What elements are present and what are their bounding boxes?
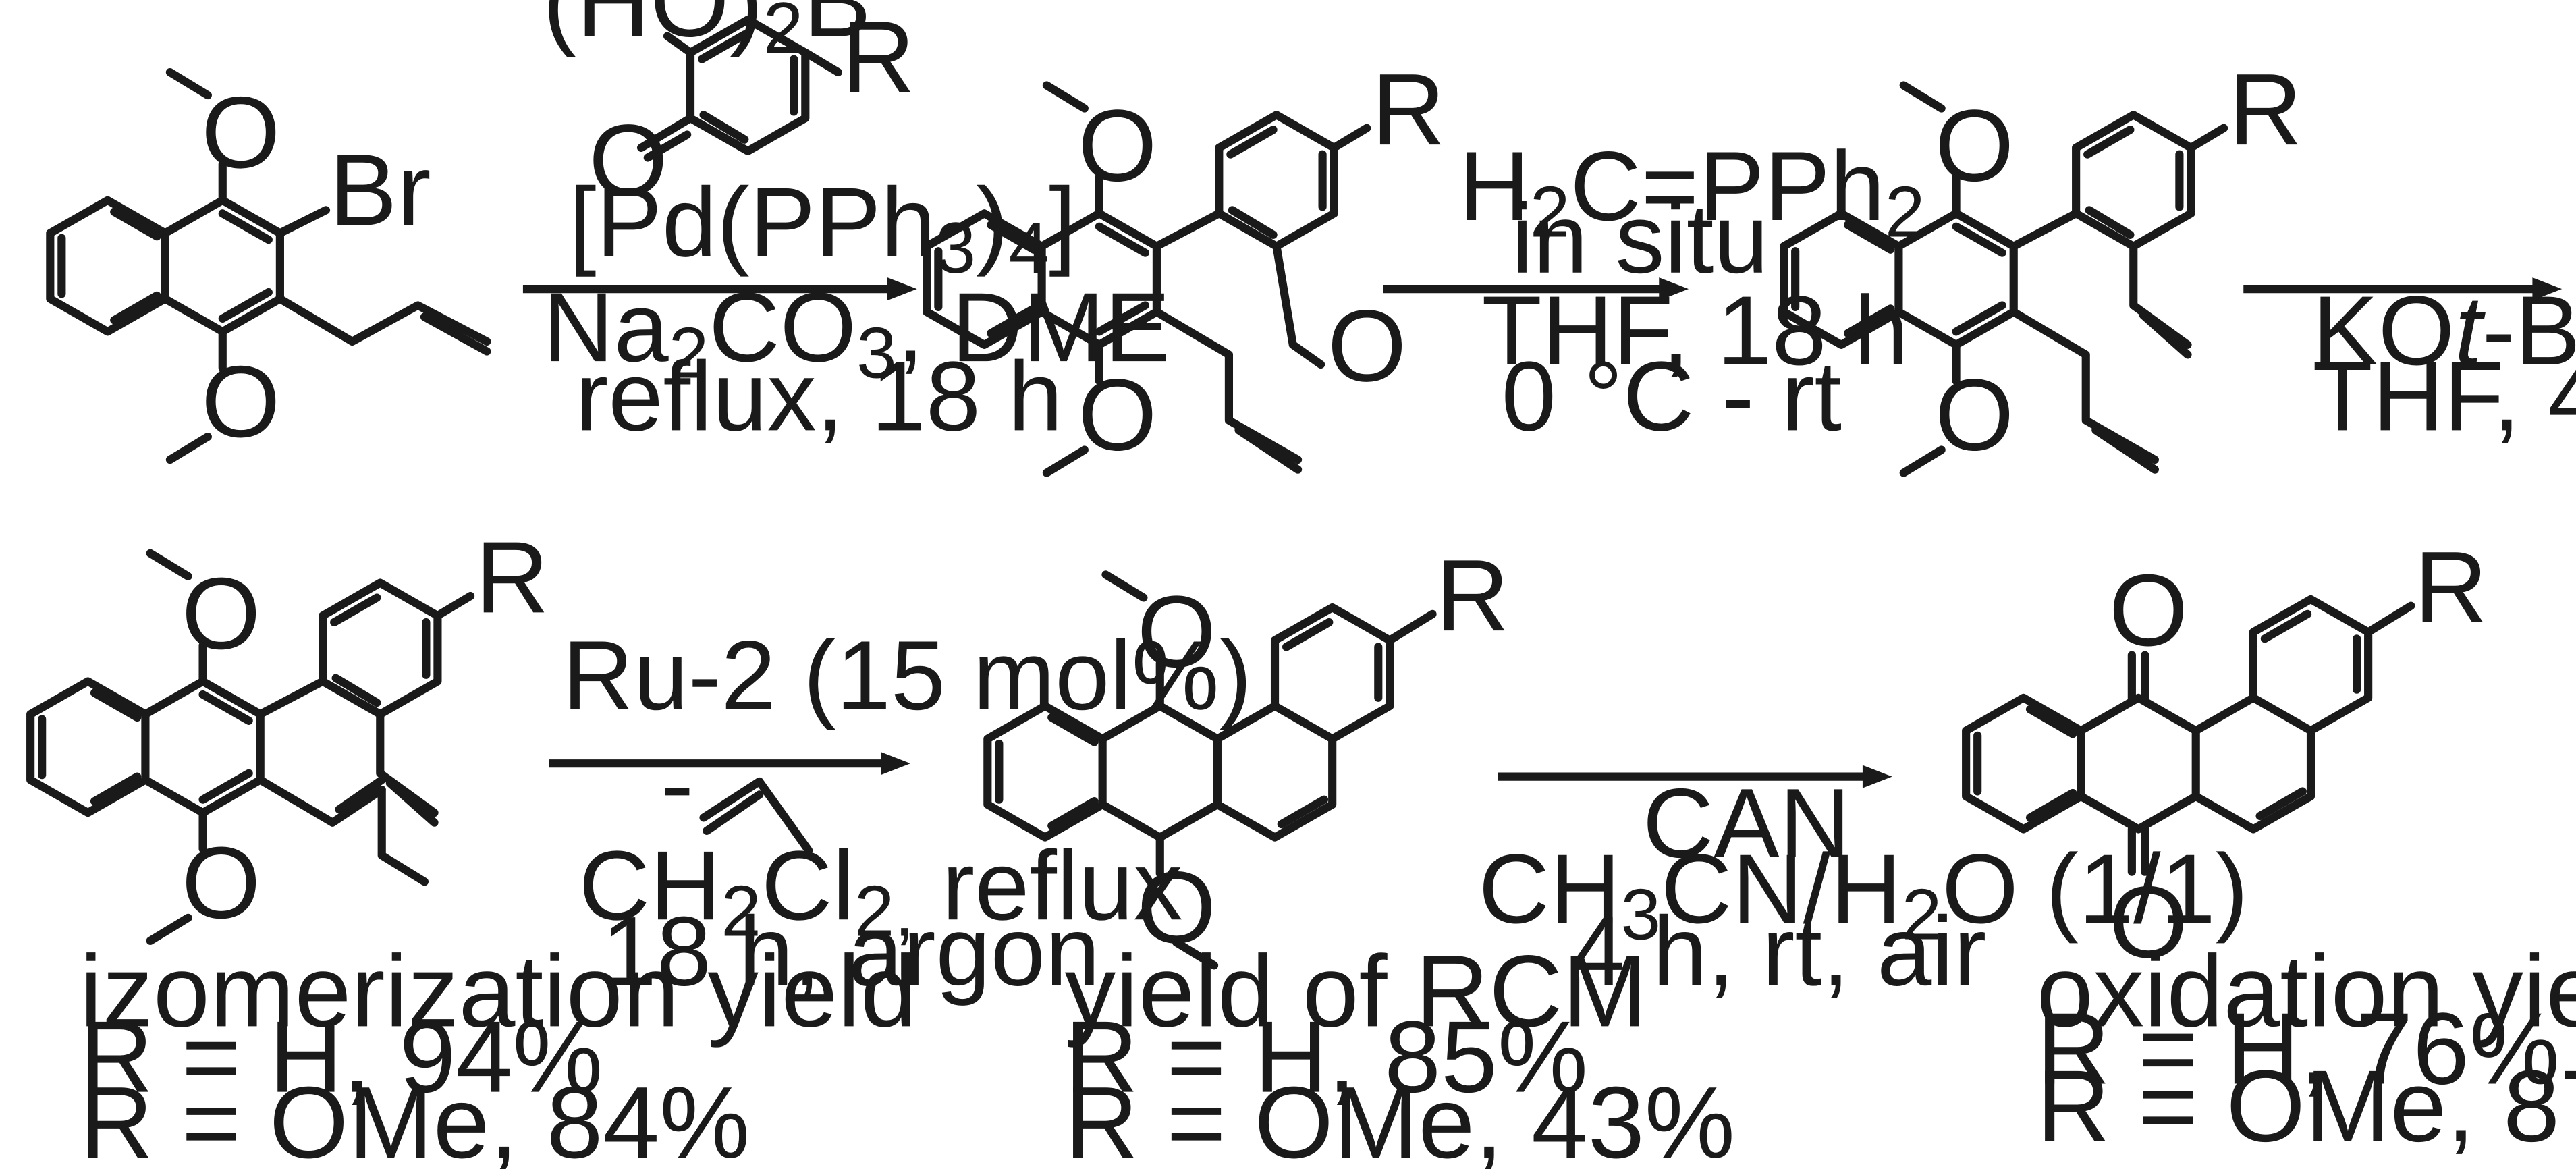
izomerization-r-h: R = H, 94% (80, 1000, 603, 1114)
atom-o: O (2109, 553, 2188, 667)
step2-time: THF, 18 h (1482, 275, 1909, 385)
step1-time: reflux, 18 h (576, 341, 1063, 451)
step5-arrow (1498, 765, 1892, 788)
step4-arrow (549, 752, 911, 776)
step2-temperature: 0 °C - rt (1502, 341, 1842, 451)
izomerization-r-ome: R = OMe, 84% (80, 1065, 750, 1169)
step4-solvent: CH2Cl2, reflux (579, 830, 1183, 951)
oxidation-r-h: R = H, 76% (2037, 991, 2560, 1106)
step2-in-situ: in situ (1511, 184, 1768, 294)
atom-o: O (2109, 865, 2188, 979)
boronic-sub: 2 (763, 0, 804, 68)
step3-base: KOt-Bu (2312, 275, 2576, 385)
rcm-title: yield of RCM (1065, 933, 1647, 1048)
atom-r: R (475, 520, 549, 634)
boronic-acid-reagent: (HO)2B O R (543, 0, 915, 217)
rcm-r-h: R = H, 85% (1065, 1000, 1588, 1114)
atom-r: R (1372, 52, 1446, 166)
atom-o: O (588, 103, 667, 217)
compound-bromo-naphthalene: O O Br (50, 72, 491, 460)
compound-izomerized: O O R (30, 520, 549, 941)
propene-byproduct: - (661, 728, 813, 855)
atom-o: O (1327, 288, 1406, 402)
rcm-r-ome: R = OMe, 43% (1065, 1065, 1735, 1169)
atom-o: O (201, 344, 280, 458)
step3-arrow (2243, 277, 2563, 301)
atom-o: O (1137, 574, 1216, 688)
atom-o: O (201, 75, 280, 189)
atom-r: R (2414, 530, 2488, 644)
step1-catalyst: [Pd(PPh3)4] (569, 167, 1076, 288)
atom-o: O (182, 556, 261, 670)
step5-reagent: CAN (1643, 768, 1851, 878)
atom-r: R (1435, 538, 1509, 652)
compound-rcm-product: O O R (987, 538, 1509, 970)
step2-reagent: H2C=PPh2 (1458, 131, 1925, 252)
atom-o: O (1935, 88, 2014, 202)
step5-solvent: CH3CN/H2O (1/1) (1479, 834, 2249, 954)
oxidation-title: oxidation yield (2037, 933, 2576, 1048)
atom-o: O (1078, 88, 1157, 202)
boronic-prefix: (HO) (543, 0, 763, 58)
svg-text:-: - (661, 728, 694, 838)
atom-br: Br (329, 132, 431, 246)
atom-o: O (1137, 850, 1216, 964)
oxidation-r-ome: R = OMe, 87% (2037, 1049, 2576, 1163)
atom-r: R (842, 0, 915, 113)
step5-time: 4 h, rt, air (1570, 896, 1986, 1006)
step4-catalyst: Ru-2 (15 mol%) (562, 620, 1252, 730)
compound-aldehyde: O O O R (927, 52, 1445, 473)
atom-o: O (182, 825, 261, 940)
izomerization-title: izomerization yield (80, 933, 917, 1048)
compound-quinone: O O R (1966, 530, 2488, 979)
step3-time: THF, 4 h (2312, 341, 2576, 451)
boronic-b: B (803, 0, 871, 58)
svg-text:(HO)2B: (HO)2B (543, 0, 871, 68)
compound-vinyl-allyl: O O R (1784, 52, 2302, 473)
step4-time: 18 h, argon (602, 896, 1100, 1006)
step2-arrow (1383, 277, 1689, 301)
step1-arrow (522, 277, 917, 301)
atom-r: R (2228, 52, 2302, 166)
atom-o: O (1078, 358, 1157, 472)
atom-o: O (1935, 358, 2014, 472)
